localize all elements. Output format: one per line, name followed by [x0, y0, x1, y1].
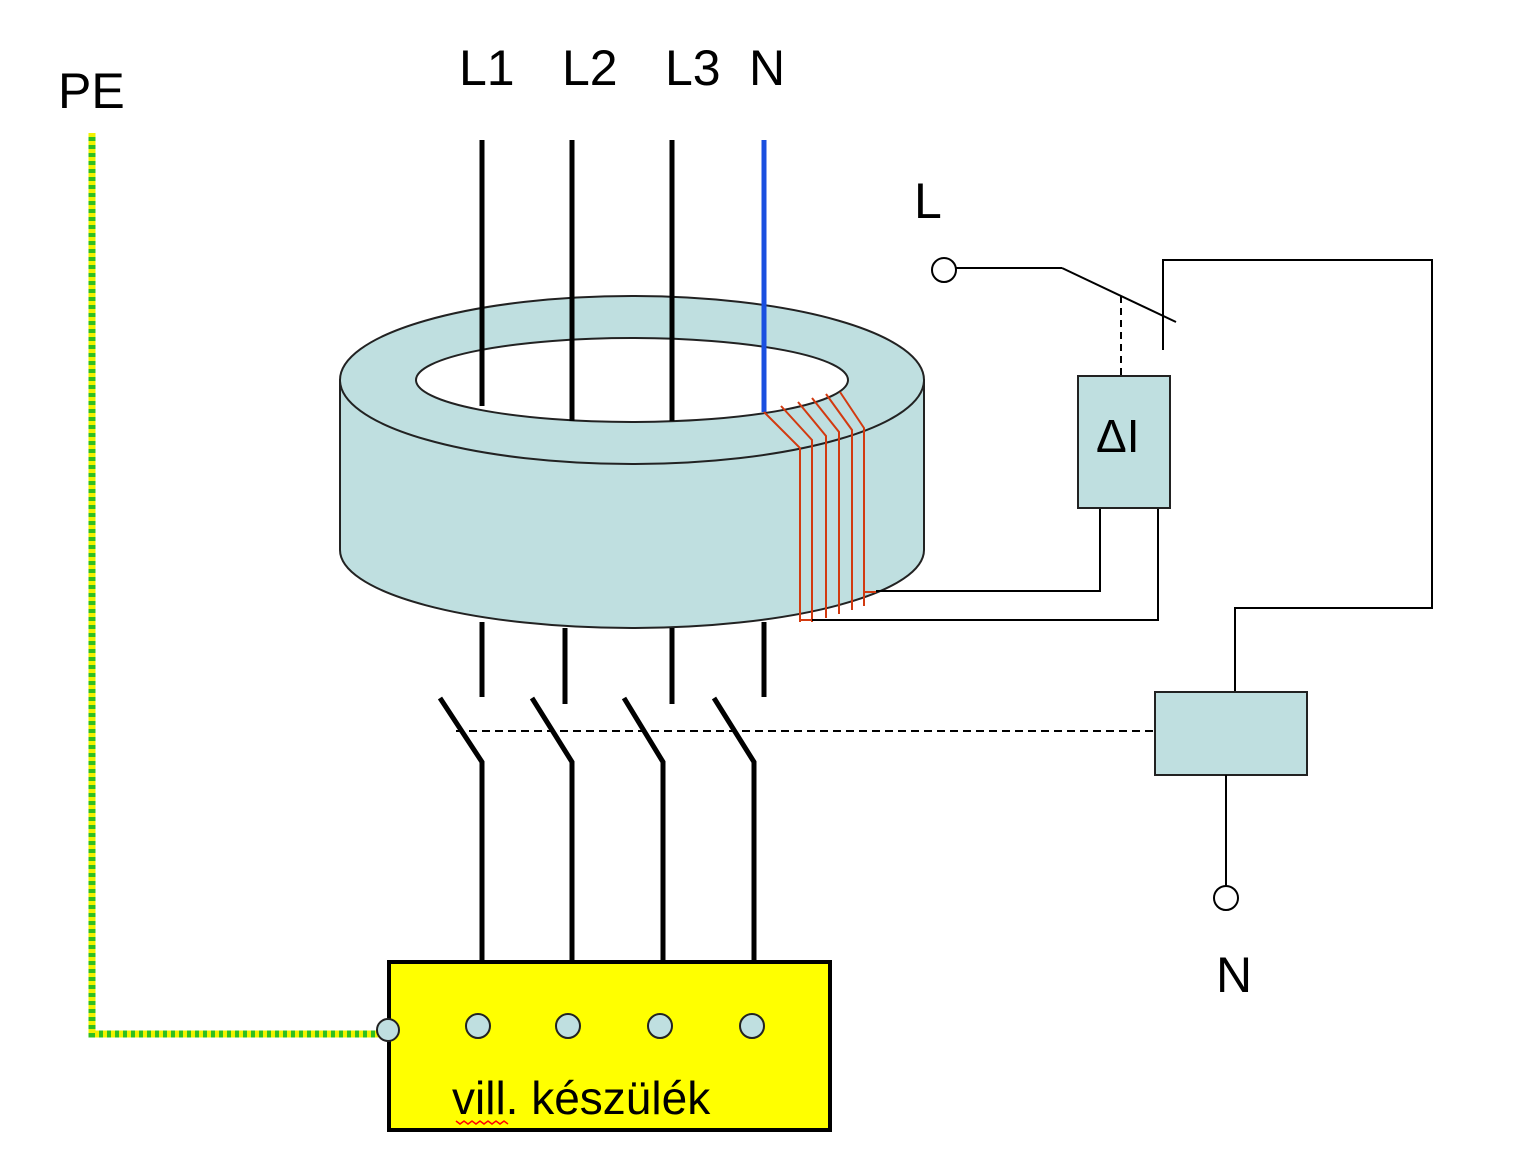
l-test-label: L — [914, 173, 942, 229]
l1-label: L1 — [459, 40, 515, 96]
spellcheck-underline — [455, 1120, 509, 1125]
n-bottom-label: N — [1216, 947, 1252, 1003]
conductors-top — [479, 140, 767, 421]
toroid-core — [339, 295, 925, 629]
appliance-terminals — [376, 1013, 765, 1042]
conductors-bottom — [437, 622, 767, 1018]
n-terminal — [1213, 885, 1239, 911]
pe-label: PE — [58, 63, 125, 119]
appliance-label: vill. készülék — [452, 1072, 711, 1124]
delta-i-label: ΔI — [1096, 410, 1140, 462]
l2-label: L2 — [562, 40, 618, 96]
pe-conductor — [88, 133, 390, 1038]
l-terminal — [931, 257, 957, 283]
l3-label: L3 — [665, 40, 721, 96]
appliance-box — [387, 960, 832, 1132]
sense-winding — [763, 391, 876, 622]
n-top-label: N — [749, 40, 785, 96]
trip-coil — [1154, 691, 1308, 776]
relay-leads — [812, 508, 1159, 621]
delta-i-relay — [1077, 375, 1171, 509]
test-contact — [956, 259, 1433, 692]
